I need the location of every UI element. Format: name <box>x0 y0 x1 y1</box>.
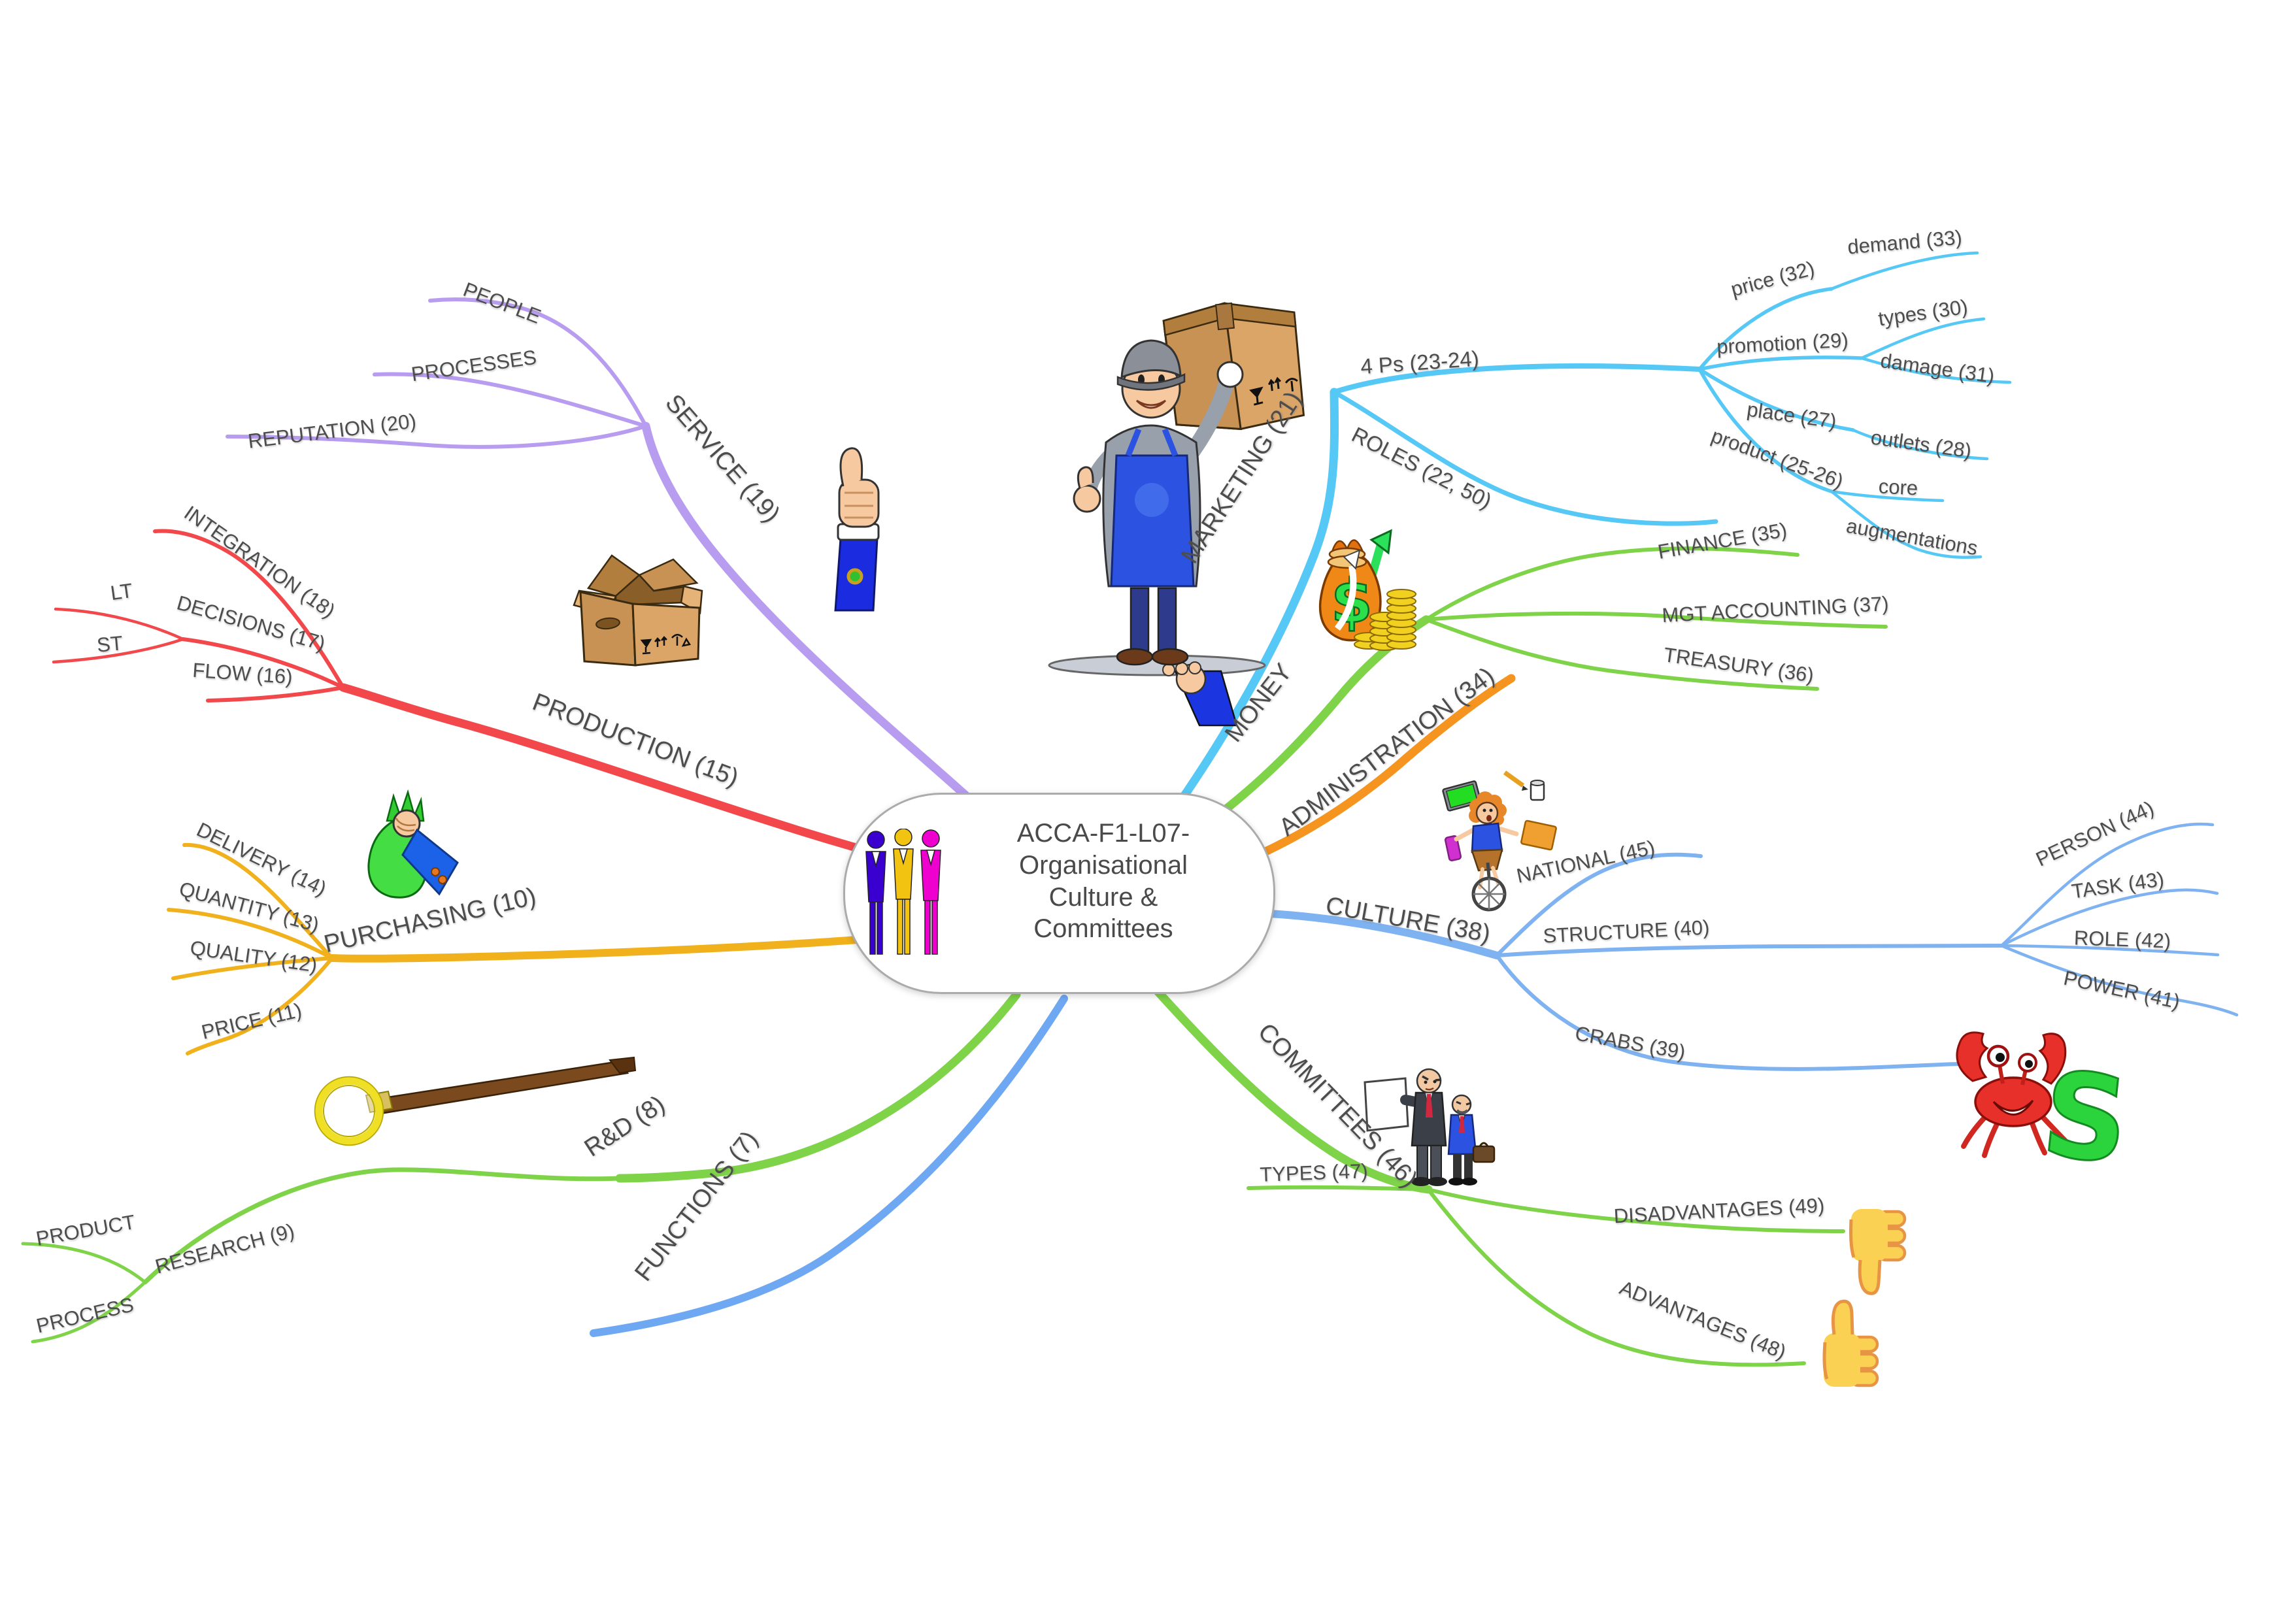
branch-structure <box>1495 944 2003 957</box>
node-core[interactable]: core <box>1877 474 1919 500</box>
branch-st <box>52 637 185 664</box>
open-box-icon <box>573 554 703 667</box>
branch-decisions <box>181 637 345 689</box>
money-bag-icon: $ <box>1318 529 1416 651</box>
juggling-woman-icon <box>1442 771 1557 912</box>
branch-committees <box>1154 987 1433 1194</box>
branch-purchasing <box>328 932 912 963</box>
branch-finance <box>1424 546 1799 621</box>
branch-quantity <box>167 908 334 960</box>
node-st[interactable]: ST <box>95 631 124 657</box>
branch-crabs <box>1495 953 1960 1071</box>
branch-role <box>2000 944 2220 957</box>
three-people-icon <box>865 829 941 955</box>
magnifier-icon <box>314 1056 637 1146</box>
branch-national <box>1495 852 1703 957</box>
green-money-bag-icon <box>367 789 459 899</box>
branch-four-ps <box>1331 363 1702 395</box>
branch-price-purchasing <box>186 956 334 1055</box>
branch-types-committees <box>1247 1185 1430 1191</box>
delivery-man-icon <box>1048 339 1266 727</box>
branch-damage <box>1860 356 2012 384</box>
branch-integration <box>153 529 345 689</box>
crab-dollar-icon: S <box>1956 1031 2136 1191</box>
central-node[interactable]: ACCA-F1-L07- Organisational Culture & Co… <box>843 793 1275 994</box>
branch-person <box>2000 822 2215 948</box>
branch-place <box>1698 367 1855 432</box>
branch-delivery <box>182 842 334 960</box>
branch-culture <box>1265 910 1501 959</box>
branch-quality <box>171 956 334 980</box>
branch-outlets <box>1851 428 1989 461</box>
branch-flow <box>206 686 345 703</box>
branch-people <box>428 297 648 428</box>
branch-service <box>641 422 988 816</box>
branch-price-marketing <box>1698 287 1833 371</box>
branch-functions <box>590 995 1068 1337</box>
branch-core <box>1830 489 1945 503</box>
branch-marketing <box>1169 388 1339 816</box>
central-title: ACCA-F1-L07- Organisational Culture & Co… <box>1016 819 1190 944</box>
thumbs-up-blue-sleeve-icon <box>834 447 880 612</box>
branch-roles <box>1331 389 1718 526</box>
branch-process-research <box>31 1280 147 1344</box>
branch-advantages <box>1426 1187 1806 1367</box>
branch-disadvantages <box>1426 1187 1845 1233</box>
branch-product-marketing <box>1698 367 1833 493</box>
branch-promotion <box>1698 356 1864 371</box>
thumbs-down-icon <box>1849 1209 1907 1295</box>
branch-task <box>2000 888 2219 948</box>
branch-reputation <box>226 424 648 449</box>
svg-text:S: S <box>2036 1046 2135 1190</box>
branch-demand <box>1830 251 1979 291</box>
branch-rnd <box>615 990 1021 1183</box>
node-types-committees[interactable]: TYPES (47) <box>1259 1159 1369 1186</box>
node-role[interactable]: ROLE (42) <box>2073 926 2171 953</box>
thumbs-up-icon <box>1822 1299 1879 1387</box>
branch-production <box>339 683 916 867</box>
branch-augmentations <box>1830 489 1983 559</box>
branch-processes <box>373 372 648 428</box>
branch-mgt-accounting <box>1424 611 1888 629</box>
branch-lt <box>54 607 185 641</box>
businessmen-icon <box>1364 1068 1496 1186</box>
branch-research <box>142 1167 622 1285</box>
branch-product-research <box>21 1242 147 1284</box>
node-lt[interactable]: LT <box>109 578 135 605</box>
branch-types-marketing <box>1860 317 1986 360</box>
branch-power <box>2000 944 2239 1017</box>
branch-treasury <box>1424 618 1819 691</box>
